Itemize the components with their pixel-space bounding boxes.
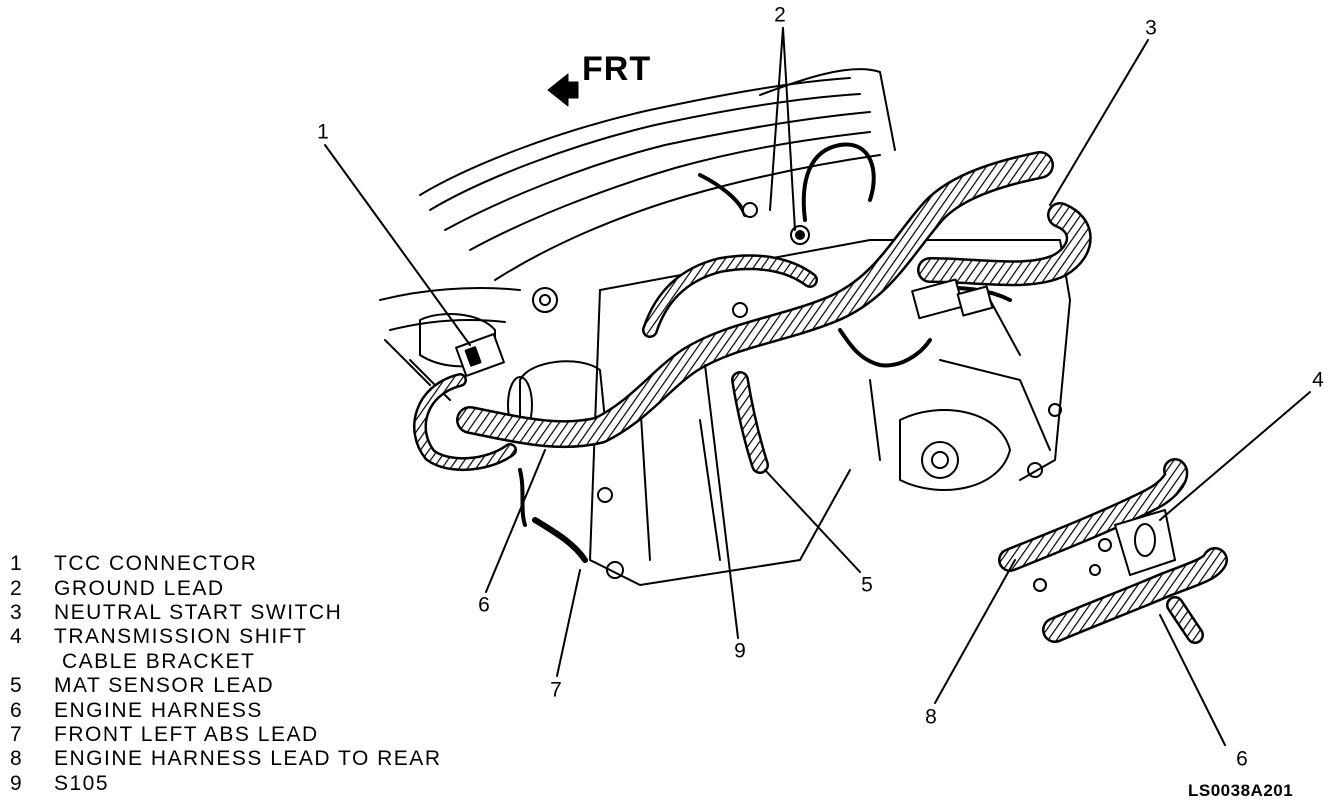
callout-9: 9 [734,639,746,663]
engine-harness-main [413,151,1092,474]
engine-block-outline [379,68,896,401]
connector-neutral-start-switch [911,278,1021,356]
legend-item-continuation: CABLE BRACKET [62,649,256,673]
callout-7: 7 [550,678,562,702]
callout-3: 3 [1145,16,1157,40]
callout-6: 6 [478,593,490,617]
callout-2: 2 [774,3,786,27]
callout-6-inset: 6 [1236,747,1248,771]
leader-lines [324,27,1311,746]
callout-1: 1 [317,120,329,144]
connector-tcc [455,333,505,377]
callout-8: 8 [925,705,937,729]
front-arrow-icon [547,73,579,107]
figure-code: LS0038A201 [1188,781,1294,800]
front-direction-label: FRT [582,50,652,88]
callout-5: 5 [861,573,873,597]
callout-4: 4 [1312,368,1324,392]
inset-shift-cable-bracket [998,458,1228,644]
